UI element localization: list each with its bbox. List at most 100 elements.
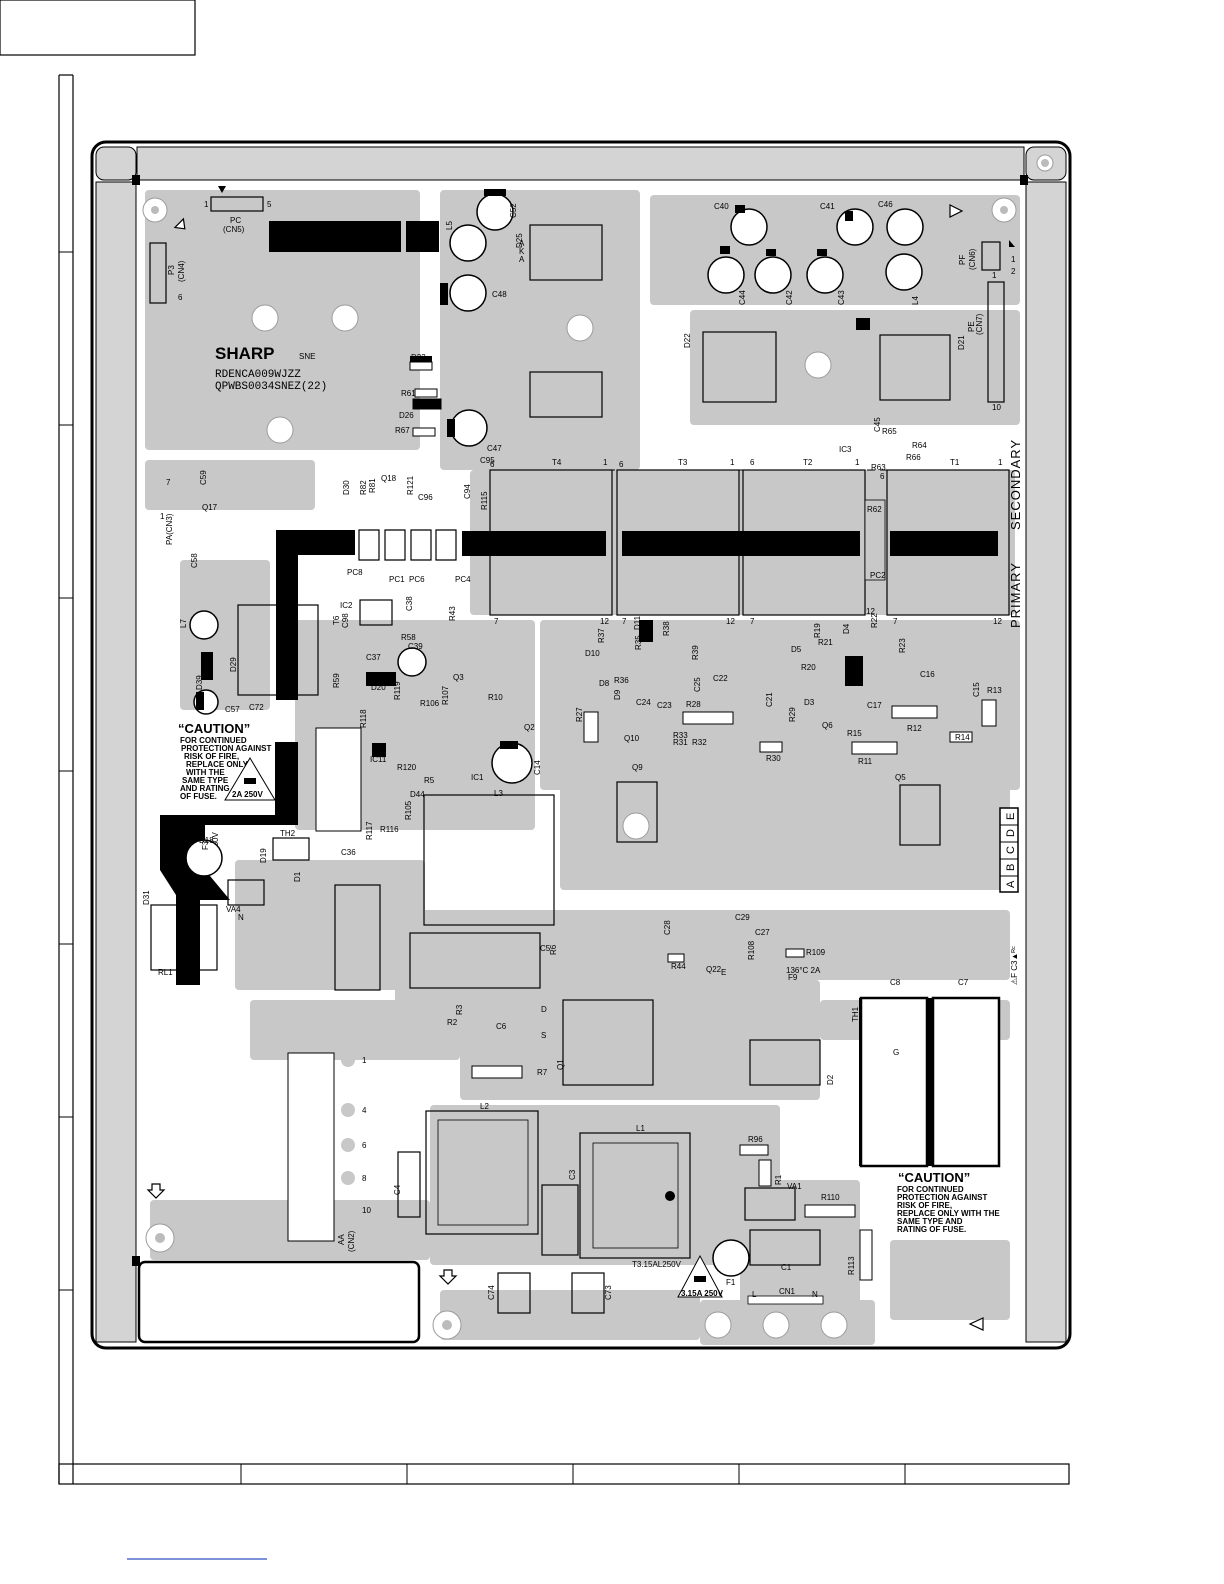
ref-label-c4: C4 [393, 1184, 402, 1195]
t3-ref: T3 [678, 458, 688, 467]
svg-text:RATING OF FUSE.: RATING OF FUSE. [897, 1225, 966, 1234]
ref-label-c16: C16 [920, 670, 935, 679]
ref-label-c42: C42 [785, 290, 794, 305]
svg-text:D: D [1005, 829, 1017, 837]
svg-text:PF: PF [958, 255, 967, 265]
ref-label-r3: R3 [455, 1004, 464, 1015]
ref-label-c40: C40 [714, 202, 729, 211]
ref-label-r117: R117 [365, 821, 374, 840]
ref-label-c72: C72 [249, 703, 264, 712]
svg-text:SAME TYPE AND: SAME TYPE AND [897, 1217, 963, 1226]
svg-text:FOR CONTINUED: FOR CONTINUED [180, 736, 247, 745]
ref-label-r12: R12 [907, 724, 922, 733]
smd-parts [196, 189, 870, 757]
grid-letters: A B C D E [999, 807, 1019, 893]
ref-label-c45: C45 [873, 417, 882, 432]
svg-text:E: E [1005, 813, 1017, 820]
caution-block-1: “CAUTION” FOR CONTINUED PROTECTION AGAIN… [178, 721, 276, 801]
ref-label-c95: C95 [480, 456, 495, 465]
svg-text:PROTECTION AGAINST: PROTECTION AGAINST [897, 1193, 987, 1202]
ref-label-r37: R37 [597, 628, 606, 643]
ref-label-l4: L4 [911, 296, 920, 305]
ref-label-d22: D22 [683, 333, 692, 348]
ref-label-r59: R59 [332, 673, 341, 688]
ref-label-d18: D18 [199, 836, 214, 845]
ref-label-c94: C94 [463, 484, 472, 499]
svg-text:AND RATING: AND RATING [180, 784, 230, 793]
connector-cn2: 1 4 6 8 10 AA (CN2) [287, 1052, 371, 1252]
ref-label-d26: D26 [399, 411, 414, 420]
ref-label-r28: R28 [686, 700, 701, 709]
ref-label-r43: R43 [448, 606, 457, 621]
svg-text:12: 12 [600, 617, 609, 626]
part-number: RDENCA009WJZZ [215, 369, 301, 381]
ref-label-pc8: PC8 [347, 568, 363, 577]
ref-label-rl1: RL1 [158, 968, 173, 977]
ref-label-c28: C28 [663, 920, 672, 935]
ref-label-c38: C38 [405, 596, 414, 611]
mounting-holes [142, 197, 1017, 1340]
connector-cn7: PE (CN7) 1 10 [967, 271, 1005, 412]
svg-text:6: 6 [880, 472, 885, 481]
svg-text:10: 10 [362, 1206, 371, 1215]
ref-label-ic11: IC11 [370, 755, 387, 764]
ref-label-r21: R21 [818, 638, 833, 647]
ref-label-c98: C98 [341, 613, 350, 628]
ref-label-c15: C15 [972, 682, 981, 697]
ref-label-r81: R81 [368, 478, 377, 493]
svg-text:1: 1 [204, 200, 209, 209]
bulk-capacitors [859, 996, 1001, 1168]
ref-label-c43: C43 [837, 290, 846, 305]
ref-label-r30: R30 [766, 754, 781, 763]
ref-label-c14: C14 [533, 760, 542, 775]
ref-label-r10: R10 [488, 693, 503, 702]
safety-mark: ⚠F C3▲ᴿᶜ [1010, 946, 1019, 985]
ref-label-r44: R44 [671, 962, 686, 971]
t1-ref: T1 [950, 458, 960, 467]
ref-label-c17: C17 [867, 701, 882, 710]
ref-label-q18: Q18 [381, 474, 397, 483]
svg-text:A: A [1005, 880, 1017, 888]
svg-text:RISK OF FIRE,: RISK OF FIRE, [184, 752, 239, 761]
ref-label-q10: Q10 [624, 734, 640, 743]
ref-label-c52: C52 [509, 203, 518, 218]
ref-label-q1: Q1 [556, 1059, 565, 1070]
ref-label-r1: R1 [774, 1174, 783, 1185]
svg-text:12: 12 [726, 617, 735, 626]
ref-label-pc2: PC2 [870, 571, 886, 580]
ref-label-th1: TH1 [851, 1006, 860, 1022]
pin-mark: S [541, 1031, 546, 1040]
svg-text:P3: P3 [167, 265, 176, 275]
ref-label-l5: L5 [445, 221, 454, 230]
ref-label-r118: R118 [359, 709, 368, 728]
svg-text:REPLACE ONLY: REPLACE ONLY [186, 760, 249, 769]
corner-box [0, 0, 196, 56]
opto-couplers [358, 529, 457, 561]
ref-label-l7: L7 [179, 619, 188, 628]
ref-label-c27: C27 [755, 928, 770, 937]
ref-label-c37: C37 [366, 653, 381, 662]
svg-text:5: 5 [267, 200, 272, 209]
ref-label-va4: VA4 [226, 905, 241, 914]
pin-mark: A [519, 239, 525, 248]
svg-text:1: 1 [855, 458, 860, 467]
ref-label-r58: R58 [401, 633, 416, 642]
svg-text:7: 7 [166, 478, 171, 487]
ref-label-d25: D25 [515, 233, 524, 248]
caution-block-2: “CAUTION” FOR CONTINUED PROTECTION AGAIN… [677, 1170, 1000, 1298]
connector-cn4: P3 (CN4) 6 [149, 242, 186, 304]
fuse-f9-rating: 136°C 2A [786, 966, 821, 975]
connector-cn6: PF (CN6) 1 2 [958, 240, 1016, 276]
ref-label-r110: R110 [821, 1193, 840, 1202]
module-outlines [150, 224, 951, 1266]
ref-label-ic3: IC3 [839, 445, 852, 454]
ref-label-ic2: IC2 [340, 601, 353, 610]
ref-label-q2: Q2 [524, 723, 535, 732]
ref-label-d39: D39 [195, 675, 204, 690]
svg-text:1: 1 [992, 271, 997, 280]
svg-text:2A 250V: 2A 250V [232, 790, 264, 799]
svg-text:12: 12 [866, 607, 875, 616]
ref-label-r115: R115 [480, 491, 489, 510]
ref-label-r20: R20 [801, 663, 816, 672]
